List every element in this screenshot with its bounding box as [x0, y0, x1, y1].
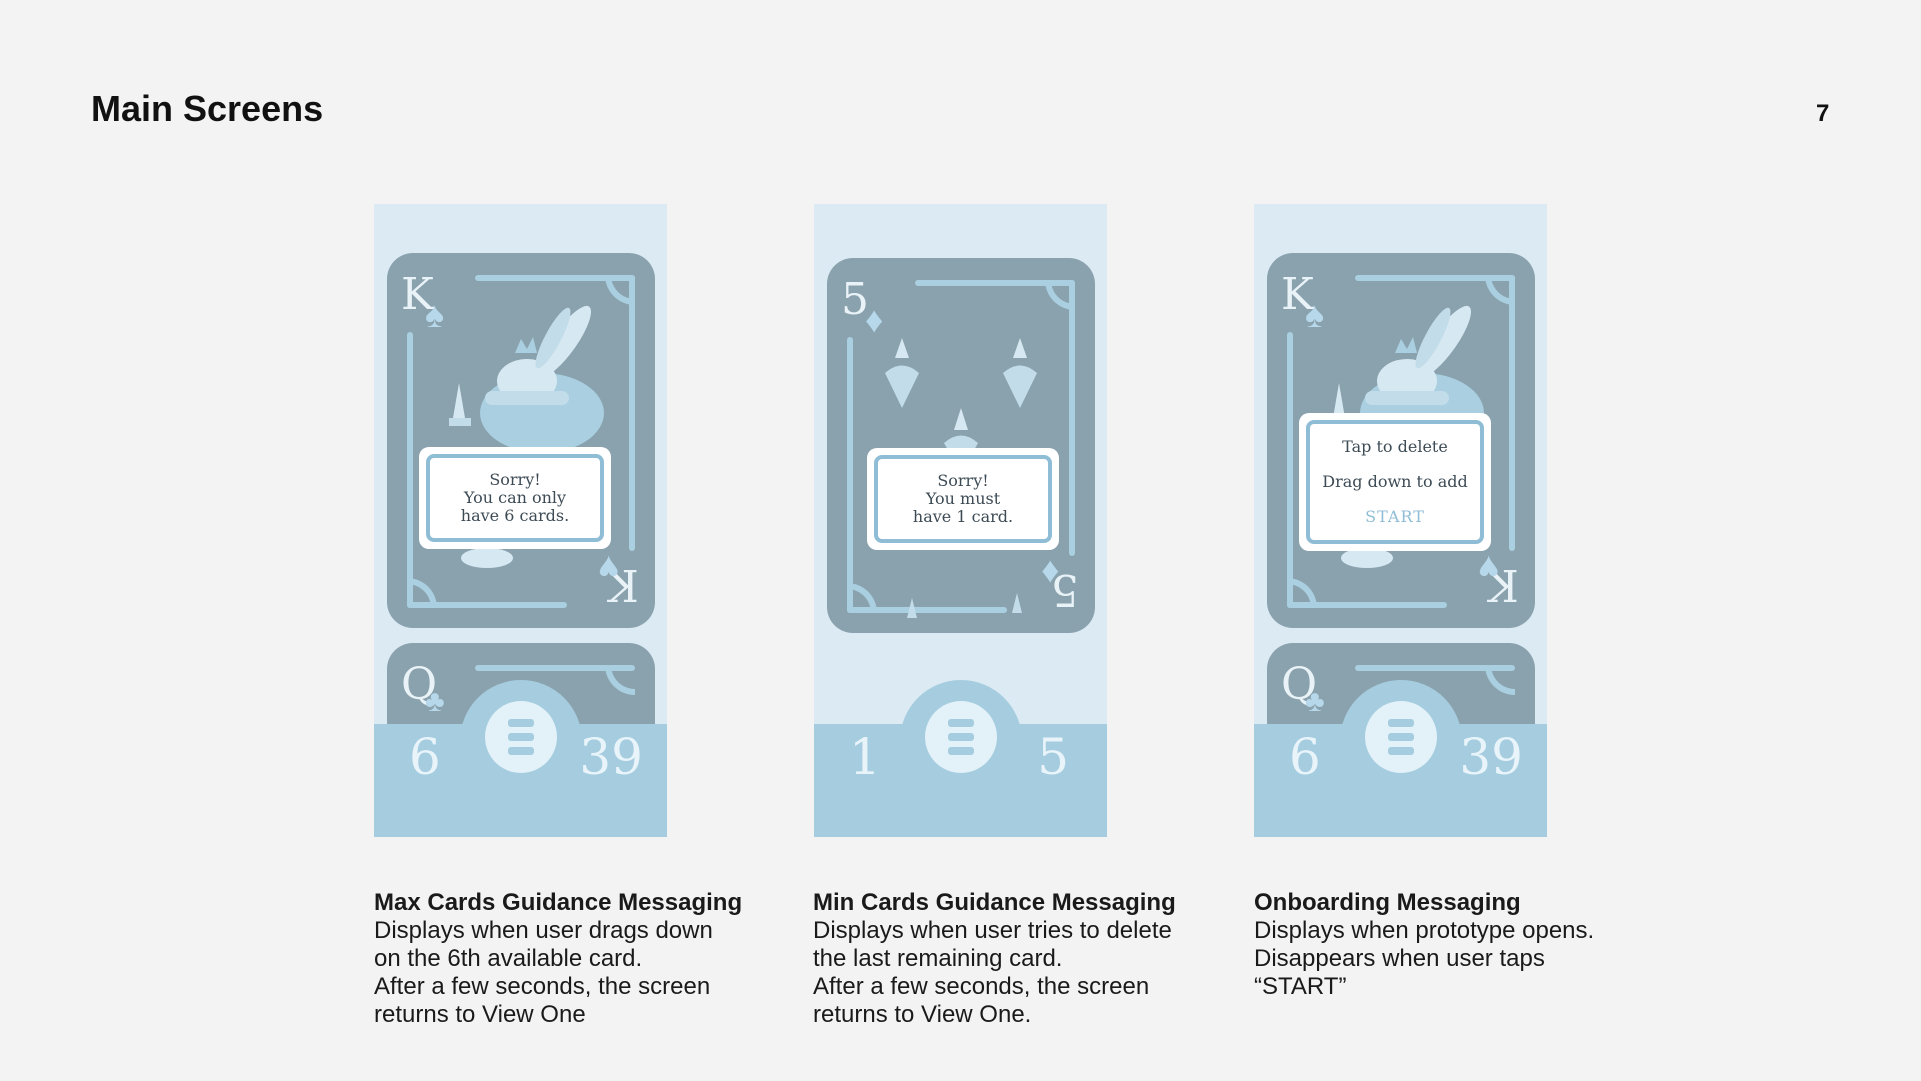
cards-in-hand-count: 1 [849, 728, 881, 786]
spade-icon: ♠ [1305, 294, 1325, 335]
caption-line: Disappears when user taps [1254, 945, 1545, 972]
card-frame [1287, 332, 1293, 608]
dialog-line: have 1 card. [912, 507, 1014, 526]
caption-line: “START” [1254, 973, 1347, 1000]
dialog-line: You can only [463, 488, 567, 507]
dialog-line: have 6 cards. [460, 506, 570, 525]
screen-min-cards: 5 ♦ 5 ♦ Sorry! You must have 1 card. 1 5 [814, 204, 1107, 837]
menu-lines-icon [508, 733, 534, 741]
caption-line: After a few seconds, the screen [374, 973, 711, 1000]
menu-lines-icon [1388, 747, 1414, 755]
menu-button[interactable] [925, 701, 997, 773]
screen-onboarding: Q ♣ K ♠ K ♥ Tap to delete Drag down to a… [1254, 204, 1547, 837]
heart-icon: ♥ [1477, 548, 1499, 589]
caption-onboarding: Onboarding Messaging Displays when proto… [1254, 889, 1634, 1001]
card-rank: 5 [841, 274, 869, 325]
page-number: 7 [1816, 100, 1830, 127]
card-frame [847, 337, 853, 613]
caption-title: Onboarding Messaging [1254, 889, 1521, 916]
menu-button[interactable] [485, 701, 557, 773]
card-frame [407, 602, 567, 608]
menu-lines-icon [948, 719, 974, 727]
card-frame [629, 275, 635, 551]
card-rank: K [401, 269, 434, 320]
card-frame [915, 280, 1075, 286]
cards-remaining-count: 39 [1459, 728, 1523, 786]
screen-max-cards: Q ♣ K ♠ K ♥ Sorry! You can only hav [374, 204, 667, 837]
start-button[interactable]: START [1365, 506, 1425, 526]
onboarding-dialog: Tap to delete Drag down to add START [1299, 413, 1491, 551]
cards-remaining-count: 5 [1037, 728, 1069, 786]
caption-min-cards: Min Cards Guidance Messaging Displays wh… [813, 889, 1193, 1029]
menu-lines-icon [508, 719, 534, 727]
caption-line: the last remaining card. [813, 945, 1063, 972]
heart-icon: ♥ [597, 548, 619, 589]
caption-line: After a few seconds, the screen [813, 973, 1150, 1000]
menu-lines-icon [1388, 733, 1414, 741]
rabbit-king-illustration [449, 305, 604, 568]
card-frame [1069, 280, 1075, 556]
caption-line: returns to View One. [813, 1001, 1032, 1028]
diamond-icon: ♦ [865, 299, 884, 340]
caption-line: Displays when prototype opens. [1254, 917, 1595, 944]
club-icon: ♣ [425, 685, 445, 718]
max-cards-dialog: Sorry! You can only have 6 cards. [419, 447, 611, 549]
menu-lines-icon [948, 747, 974, 755]
card-frame [407, 332, 413, 608]
card-frame [475, 275, 635, 281]
caption-title: Min Cards Guidance Messaging [813, 889, 1176, 916]
card-frame [847, 607, 1007, 613]
current-card[interactable]: 5 ♦ 5 ♦ Sorry! You must have 1 card. [827, 258, 1095, 633]
next-card-rank: Q [401, 659, 438, 710]
card-corner [605, 665, 635, 695]
next-card-rank: Q [1281, 659, 1318, 710]
menu-lines-icon [1388, 719, 1414, 727]
card-corner [1485, 665, 1515, 695]
card-frame [475, 665, 635, 671]
current-card[interactable]: K ♠ K ♥ Sorry! You can only have 6 cards… [387, 253, 655, 628]
menu-lines-icon [508, 747, 534, 755]
caption-line: returns to View One [374, 1001, 586, 1028]
card-frame [1355, 665, 1515, 671]
page-title: Main Screens [91, 88, 324, 129]
caption-line: Displays when user tries to delete [813, 917, 1172, 944]
min-cards-dialog: Sorry! You must have 1 card. [867, 448, 1059, 550]
current-card[interactable]: K ♠ K ♥ Tap to delete Drag down to add S… [1267, 253, 1535, 628]
menu-button[interactable] [1365, 701, 1437, 773]
club-icon: ♣ [1305, 685, 1325, 718]
dialog-line: You must [925, 489, 1001, 508]
caption-line: on the 6th available card. [374, 945, 643, 972]
dialog-line: Drag down to add [1322, 471, 1468, 491]
card-frame [1509, 275, 1515, 551]
card-frame [1287, 602, 1447, 608]
dialog-line: Sorry! [937, 471, 989, 490]
caption-title: Max Cards Guidance Messaging [374, 889, 743, 916]
menu-lines-icon [948, 733, 974, 741]
dialog-line: Sorry! [489, 470, 541, 489]
cards-remaining-count: 39 [579, 728, 643, 786]
cards-in-hand-count: 6 [1289, 728, 1321, 786]
card-rank: K [1281, 269, 1314, 320]
spade-icon: ♠ [425, 294, 445, 335]
dialog-line: Tap to delete [1342, 437, 1448, 457]
card-frame [1355, 275, 1515, 281]
cards-in-hand-count: 6 [409, 728, 441, 786]
diamond-icon: ♦ [1040, 553, 1059, 594]
caption-max-cards: Max Cards Guidance Messaging Displays wh… [374, 889, 754, 1029]
caption-line: Displays when user drags down [374, 917, 713, 944]
